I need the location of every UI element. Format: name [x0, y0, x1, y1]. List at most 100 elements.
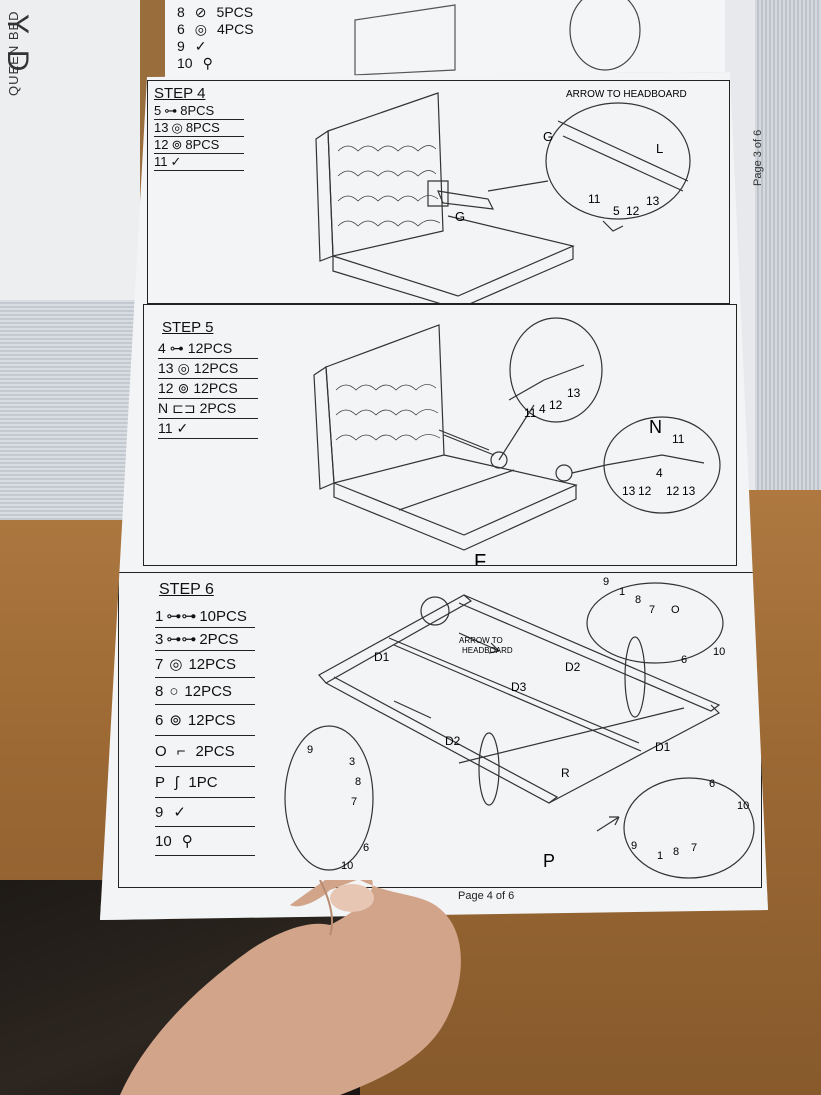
back-part-row: 9✓: [177, 38, 207, 54]
bolt-icon: ⊶: [169, 340, 184, 356]
tr-callout-9: 9: [603, 576, 609, 588]
tr-callout-1: 1: [619, 586, 625, 598]
br-callout-1: 1: [657, 850, 663, 862]
allen-key-icon: ✓: [170, 154, 182, 169]
step-6-panel: STEP 6 1⊶⊶10PCS 3⊶⊶2PCS 7◎12PCS 8○12PCS …: [118, 572, 762, 888]
rail-d1-left: D1: [374, 650, 390, 664]
hand-holding-sheet: [120, 880, 461, 1095]
step-6-parts: 1⊶⊶10PCS 3⊶⊶2PCS 7◎12PCS 8○12PCS 6⊚12PCS…: [155, 605, 255, 856]
step-5-parts: 4⊶12PCS 13◎12PCS 12⊚12PCS N⊏⊐2PCS 11✓: [158, 339, 258, 439]
left-stack-page-edges: [0, 300, 140, 520]
callout-n: N: [649, 417, 662, 437]
callout-right-12: 12: [638, 484, 652, 498]
nut-icon: ⊚: [171, 137, 183, 152]
tr-callout-7: 7: [649, 604, 655, 616]
page-number-footer: Page 4 of 6: [458, 890, 515, 902]
side-subtitle-text: QUEEN BED: [6, 10, 21, 96]
bolt-icon: ⊶⊶: [166, 631, 197, 648]
rail-d2-right: D2: [565, 660, 581, 674]
callout-right-13: 13: [622, 484, 636, 498]
step-6-diagram: ARROW TO HEADBOARD D1 D2 D3 D2 D1 R P 9 …: [284, 576, 755, 879]
rail-r: R: [561, 766, 570, 780]
part-g-label: G: [455, 209, 465, 224]
washer-icon: ◎: [177, 360, 190, 376]
callout-right-11: 11: [672, 432, 685, 446]
nut-icon: ⊚: [169, 712, 182, 729]
back-sheet-parts: 8⊘5PCS 6◎4PCS 9✓ 10⚲: [177, 4, 254, 72]
page-3-label: Page 3 of 6: [752, 129, 764, 186]
part-row: 6⊚12PCS: [155, 705, 255, 736]
rail-d1-right: D1: [655, 740, 671, 754]
bolt-icon: ⊶⊶: [166, 608, 197, 625]
allen-key-icon: ✓: [176, 420, 189, 436]
part-row: 9✓: [155, 798, 255, 827]
callout-12: 12: [626, 204, 640, 218]
callout-l: L: [656, 141, 663, 156]
wrench-icon: ⚲: [181, 833, 193, 850]
part-row: 3⊶⊶2PCS: [155, 628, 255, 651]
part-row: 13◎12PCS: [158, 359, 258, 379]
part-row: 11✓: [158, 419, 258, 439]
spring-washer-icon: ○: [169, 682, 179, 700]
leg-icon: ʃ: [175, 773, 179, 791]
br-callout-6: 6: [709, 778, 715, 790]
allen-key-icon: ✓: [173, 804, 186, 821]
rail-d3: D3: [511, 680, 527, 694]
part-row: N⊏⊐2PCS: [158, 399, 258, 419]
l-callout-3: 3: [349, 756, 355, 768]
callout-top-4: 4: [539, 402, 546, 416]
tr-callout-o: O: [671, 604, 680, 616]
part-row: 8○12PCS: [155, 678, 255, 705]
l-callout-8: 8: [355, 776, 361, 788]
br-callout-10: 10: [737, 800, 749, 812]
bracket-icon: ⌐: [176, 742, 186, 760]
part-row: 5⊶8PCS: [154, 103, 244, 120]
step-5-panel: STEP 5 4⊶12PCS 13◎12PCS 12⊚12PCS N⊏⊐2PCS…: [143, 304, 737, 566]
arrow-note-line-1: ARROW TO: [459, 636, 503, 645]
step-6-title: STEP 6: [159, 581, 214, 598]
back-sheet-diagram: [354, 0, 641, 76]
part-row: O⌐2PCS: [155, 736, 255, 767]
part-f-label: F: [474, 551, 486, 565]
callout-right-4: 4: [656, 466, 663, 480]
l-callout-7: 7: [351, 796, 357, 808]
l-callout-9: 9: [307, 744, 313, 756]
arrow-to-headboard-note: ARROW TO HEADBOARD: [566, 89, 687, 100]
step-4-diagram: G ARROW TO HEADBOARD G L 11 5 12 13: [315, 89, 691, 303]
step-4-title: STEP 4: [154, 85, 206, 102]
tr-callout-10: 10: [713, 646, 725, 658]
part-row: 13◎8PCS: [154, 120, 244, 137]
back-part-row: 10⚲: [177, 55, 213, 71]
part-row: 7◎12PCS: [155, 651, 255, 678]
back-sheet-page: 8⊘5PCS 6◎4PCS 9✓ 10⚲: [165, 0, 725, 81]
part-row: 1⊶⊶10PCS: [155, 605, 255, 628]
br-callout-7: 7: [691, 842, 697, 854]
callout-11: 11: [588, 192, 601, 206]
back-part-row: 8⊘5PCS: [177, 4, 254, 20]
washer-icon: ◎: [169, 656, 183, 673]
part-row: 12⊚8PCS: [154, 137, 244, 154]
leg-p-label: P: [543, 851, 555, 871]
br-callout-8: 8: [673, 846, 679, 858]
part-row: 10⚲: [155, 827, 255, 856]
washer-icon: ◎: [171, 120, 183, 135]
nut-icon: ⊚: [177, 380, 190, 396]
l-callout-6: 6: [363, 842, 369, 854]
step-4-panel: STEP 4 5⊶8PCS 13◎8PCS 12⊚8PCS 11✓: [147, 80, 730, 304]
part-row: 4⊶12PCS: [158, 339, 258, 359]
br-callout-9: 9: [631, 840, 637, 852]
step-4-parts: 5⊶8PCS 13◎8PCS 12⊚8PCS 11✓: [154, 103, 244, 171]
callout-right-12b: 12: [666, 484, 680, 498]
instruction-sheet-page-4: STEP 4 5⊶8PCS 13◎8PCS 12⊚8PCS 11✓: [100, 72, 768, 920]
callout-5: 5: [613, 204, 620, 218]
rail-d2-left: D2: [445, 734, 461, 748]
callout-top-11: 11: [524, 406, 537, 420]
callout-top-12: 12: [549, 398, 563, 412]
right-stack-page-edges: [755, 0, 821, 490]
bolt-icon: ⊶: [164, 103, 178, 118]
left-stack-title: Y D QUEEN BED: [1, 4, 46, 104]
tr-callout-8: 8: [635, 594, 641, 606]
tr-callout-6: 6: [681, 654, 687, 666]
callout-right-13b: 13: [682, 484, 696, 498]
